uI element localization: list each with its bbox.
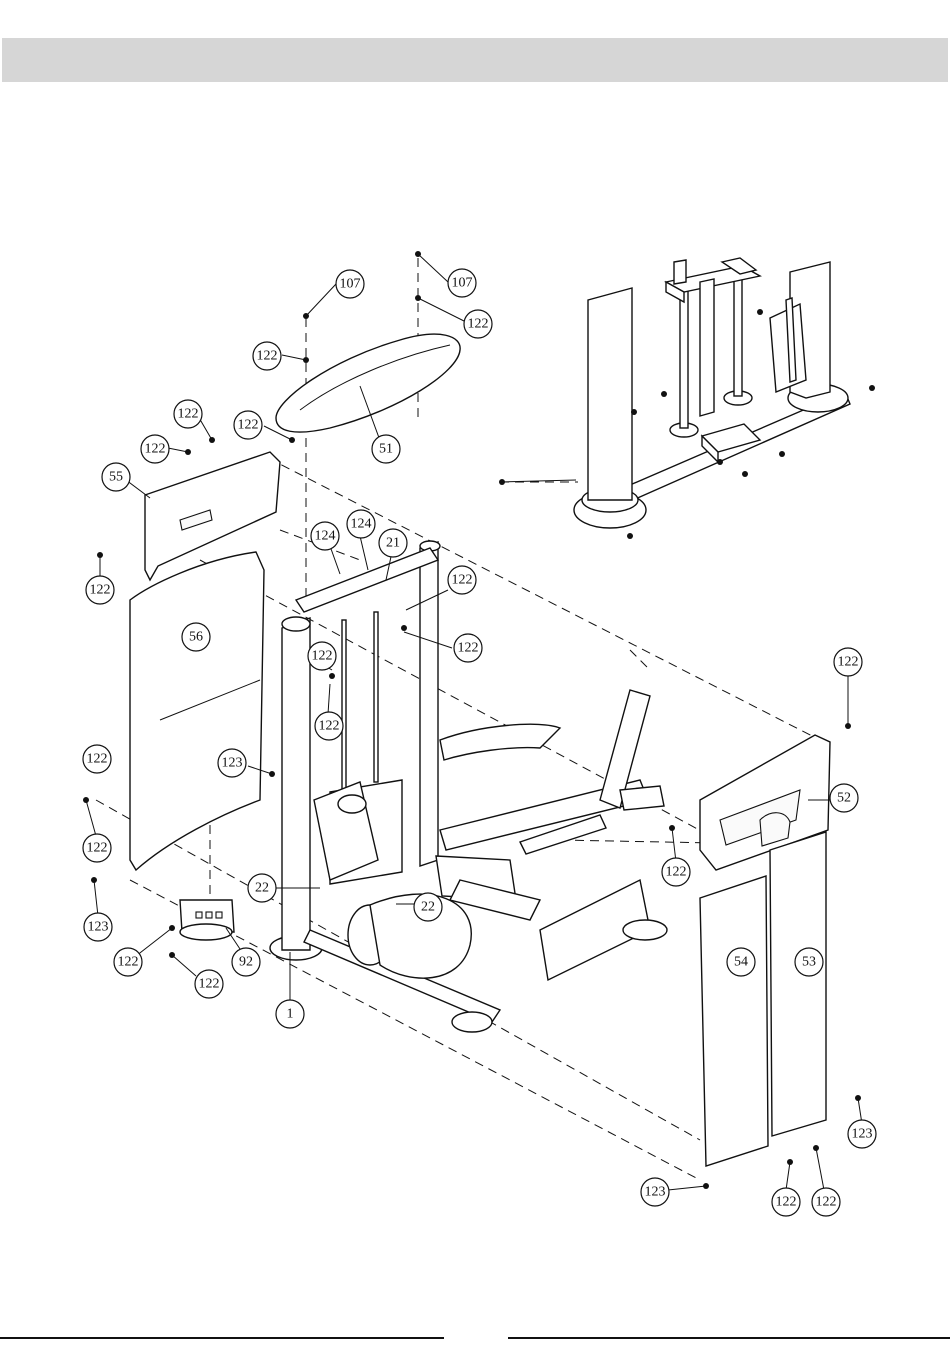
svg-text:122: 122 bbox=[838, 655, 859, 670]
svg-text:122: 122 bbox=[118, 955, 139, 970]
svg-text:1: 1 bbox=[287, 1007, 294, 1022]
part-92-foot-block bbox=[180, 900, 234, 940]
callout-c20: 122 bbox=[83, 745, 111, 773]
callout-c7: 51 bbox=[372, 435, 400, 463]
part-53-side-panel bbox=[770, 832, 826, 1136]
svg-text:122: 122 bbox=[776, 1195, 797, 1210]
callout-c17: 122 bbox=[308, 642, 336, 670]
svg-text:123: 123 bbox=[88, 920, 109, 935]
svg-text:122: 122 bbox=[312, 649, 333, 664]
svg-text:54: 54 bbox=[734, 955, 748, 970]
callout-c25: 122 bbox=[114, 948, 142, 976]
callout-c35: 123 bbox=[641, 1178, 669, 1206]
callout-c28: 1 bbox=[276, 1000, 304, 1028]
svg-text:122: 122 bbox=[238, 418, 259, 433]
callout-c34: 123 bbox=[848, 1120, 876, 1148]
callout-c3: 122 bbox=[253, 342, 281, 370]
callout-c10: 122 bbox=[86, 576, 114, 604]
callout-c6: 122 bbox=[234, 411, 262, 439]
svg-text:122: 122 bbox=[468, 317, 489, 332]
footer-rule-left bbox=[0, 1337, 444, 1339]
svg-text:122: 122 bbox=[90, 583, 111, 598]
svg-text:22: 22 bbox=[255, 881, 269, 896]
svg-text:56: 56 bbox=[189, 630, 203, 645]
svg-text:122: 122 bbox=[319, 719, 340, 734]
footer-rule-right bbox=[508, 1337, 950, 1339]
callout-c32: 54 bbox=[727, 948, 755, 976]
callout-c30: 52 bbox=[830, 784, 858, 812]
svg-text:51: 51 bbox=[379, 442, 393, 457]
svg-text:53: 53 bbox=[802, 955, 816, 970]
callout-c8: 122 bbox=[141, 435, 169, 463]
svg-text:122: 122 bbox=[257, 349, 278, 364]
callout-c14: 122 bbox=[448, 566, 476, 594]
svg-text:107: 107 bbox=[340, 277, 361, 292]
svg-text:122: 122 bbox=[145, 442, 166, 457]
callout-c9: 55 bbox=[102, 463, 130, 491]
svg-text:92: 92 bbox=[239, 955, 253, 970]
callout-c26: 92 bbox=[232, 948, 260, 976]
svg-text:52: 52 bbox=[837, 791, 851, 806]
part-54-side-panel bbox=[700, 876, 768, 1166]
part-1-main-frame bbox=[269, 541, 667, 1032]
svg-text:122: 122 bbox=[452, 573, 473, 588]
svg-text:122: 122 bbox=[199, 977, 220, 992]
svg-text:122: 122 bbox=[458, 641, 479, 656]
svg-text:122: 122 bbox=[666, 865, 687, 880]
callout-c24: 22 bbox=[414, 893, 442, 921]
svg-text:122: 122 bbox=[87, 841, 108, 856]
part-51-top-cover bbox=[276, 334, 460, 432]
svg-text:122: 122 bbox=[816, 1195, 837, 1210]
callout-c12: 124 bbox=[347, 510, 375, 538]
callout-c29: 122 bbox=[834, 648, 862, 676]
svg-text:122: 122 bbox=[87, 752, 108, 767]
svg-text:124: 124 bbox=[351, 517, 372, 532]
svg-text:107: 107 bbox=[452, 276, 473, 291]
inset-detail-frame bbox=[499, 258, 875, 539]
callout-c11: 124 bbox=[311, 522, 339, 550]
svg-text:55: 55 bbox=[109, 470, 123, 485]
part-56-side-shroud bbox=[130, 552, 264, 870]
callout-c37: 122 bbox=[812, 1188, 840, 1216]
callout-c23: 22 bbox=[248, 874, 276, 902]
callout-c4: 122 bbox=[464, 310, 492, 338]
callout-c22: 123 bbox=[84, 913, 112, 941]
callout-c36: 122 bbox=[772, 1188, 800, 1216]
callout-c2: 107 bbox=[448, 269, 476, 297]
callout-c13: 21 bbox=[379, 529, 407, 557]
svg-text:22: 22 bbox=[421, 900, 435, 915]
callout-c5: 122 bbox=[174, 400, 202, 428]
svg-text:21: 21 bbox=[386, 536, 400, 551]
svg-text:124: 124 bbox=[315, 529, 336, 544]
callout-c19: 123 bbox=[218, 749, 246, 777]
svg-text:123: 123 bbox=[645, 1185, 666, 1200]
callout-c33: 53 bbox=[795, 948, 823, 976]
callout-c27: 122 bbox=[195, 970, 223, 998]
svg-text:122: 122 bbox=[178, 407, 199, 422]
callout-c21: 122 bbox=[83, 834, 111, 862]
svg-text:123: 123 bbox=[222, 756, 243, 771]
callout-c16: 56 bbox=[182, 623, 210, 651]
svg-text:123: 123 bbox=[852, 1127, 873, 1142]
callout-c1: 107 bbox=[336, 270, 364, 298]
callout-c31: 122 bbox=[662, 858, 690, 886]
callout-c18: 122 bbox=[315, 712, 343, 740]
callout-c15: 122 bbox=[454, 634, 482, 662]
